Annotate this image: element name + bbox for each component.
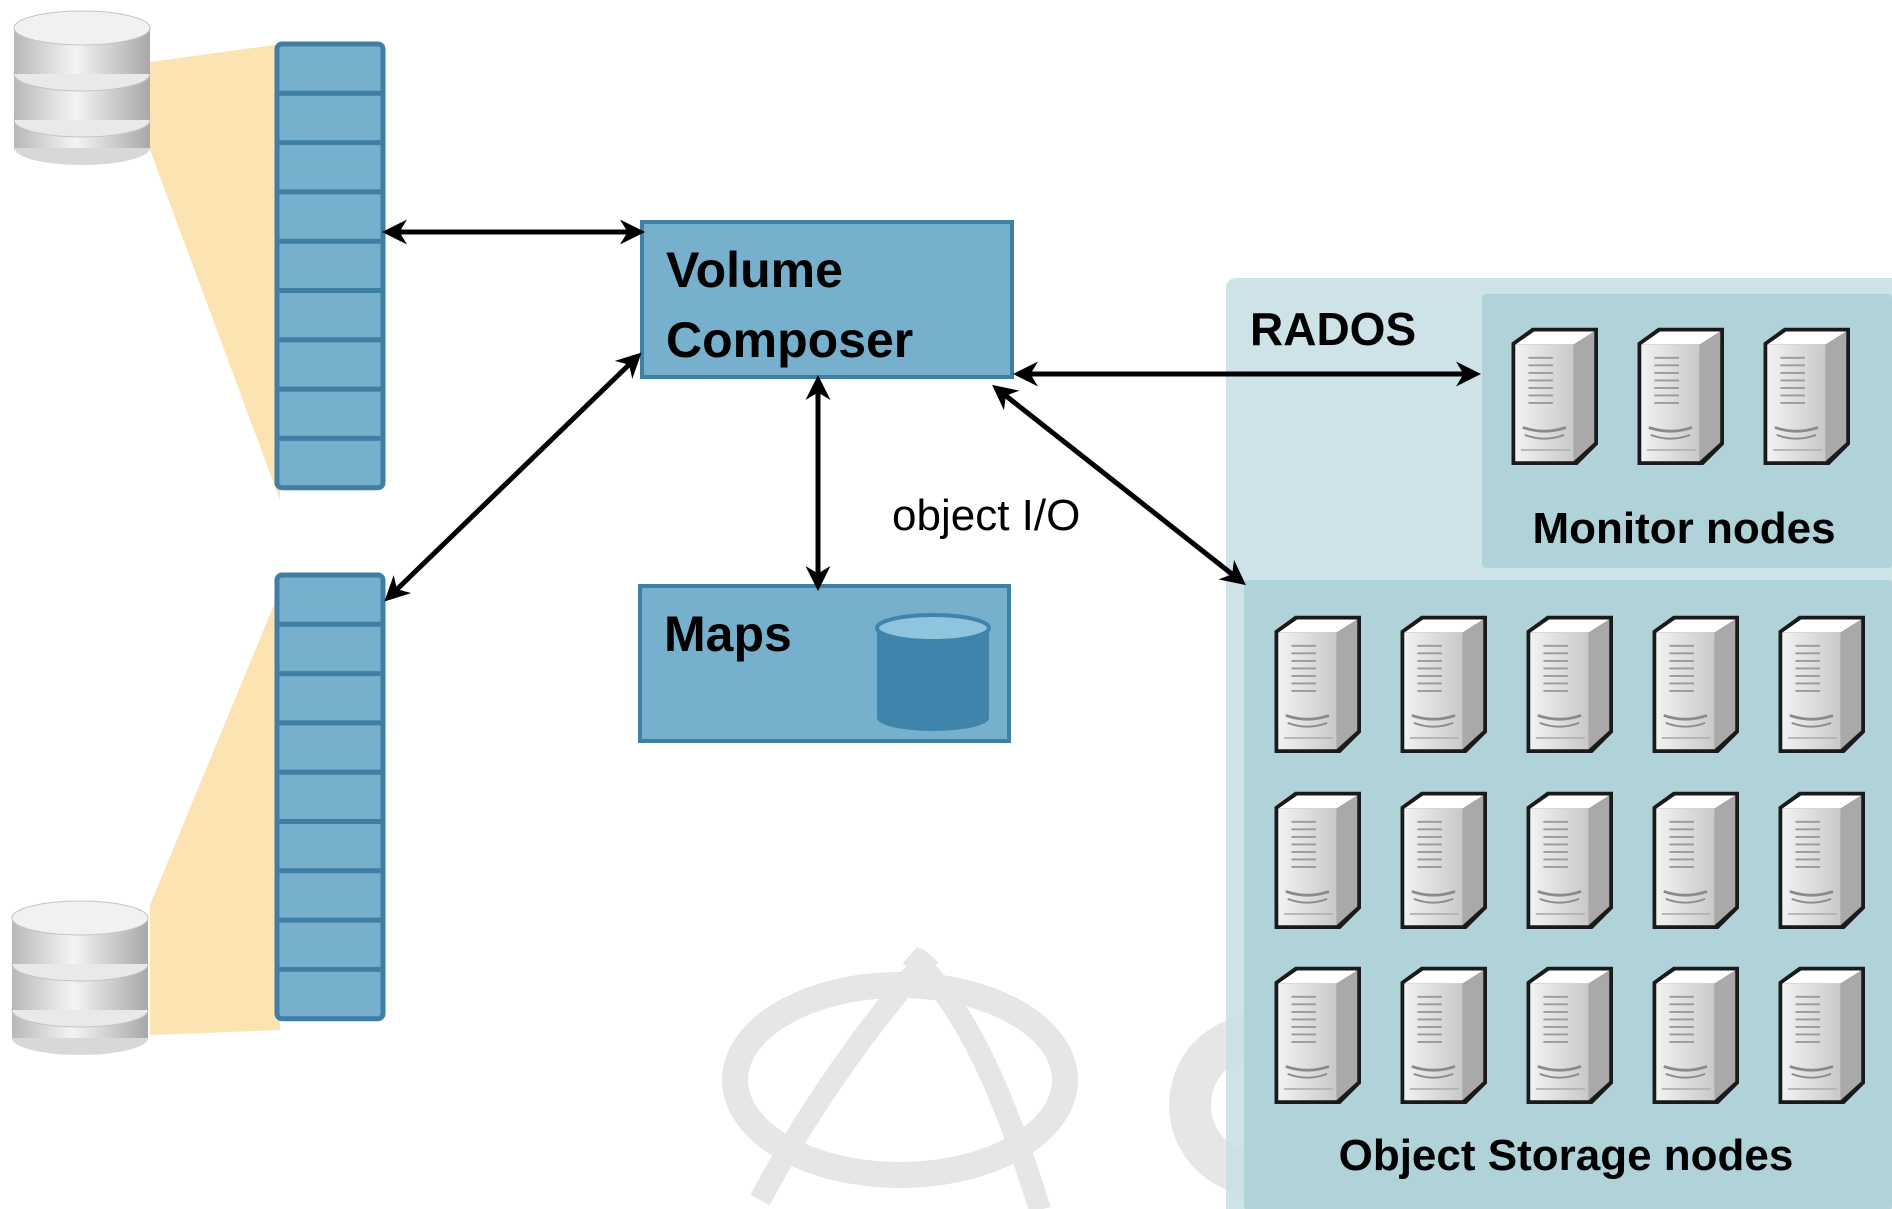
volume-1-beam <box>150 44 282 500</box>
server-icon <box>1510 326 1600 467</box>
volume-2-beam <box>150 590 280 1035</box>
server-icon <box>1651 965 1741 1106</box>
server-icon <box>1525 614 1615 755</box>
server-icon <box>1651 614 1741 755</box>
rados-label: RADOS <box>1250 303 1416 355</box>
server-icon <box>1777 965 1867 1106</box>
server-icon <box>1399 965 1489 1106</box>
server-icon <box>1777 614 1867 755</box>
server-icon <box>1525 965 1615 1106</box>
server-icon <box>1636 326 1726 467</box>
server-icon <box>1273 614 1363 755</box>
database-icon <box>875 613 991 731</box>
volume-outline <box>274 41 386 491</box>
maps-label: Maps <box>664 606 792 662</box>
disk-stack-icon <box>11 900 149 1056</box>
volume-2 <box>274 572 386 1022</box>
server-icon <box>1399 790 1489 931</box>
object-storage-nodes-label: Object Storage nodes <box>1339 1131 1794 1180</box>
object-io-label: object I/O <box>892 491 1080 540</box>
arrows <box>382 219 1481 602</box>
volume-composer-label-2: Composer <box>666 312 913 368</box>
server-icon <box>1762 326 1852 467</box>
volume-1 <box>274 41 386 491</box>
monitor-nodes <box>1510 326 1852 467</box>
server-icon <box>1651 790 1741 931</box>
volume-outline <box>274 572 386 1022</box>
server-icon <box>1273 965 1363 1106</box>
arrow-volume2-composer <box>384 352 642 602</box>
volume-composer-box <box>640 220 1014 379</box>
disk-stack-icon <box>13 10 151 166</box>
server-icon <box>1273 790 1363 931</box>
server-icon <box>1525 790 1615 931</box>
volume-composer-label-1: Volume <box>666 242 843 298</box>
monitor-nodes-label: Monitor nodes <box>1532 504 1835 553</box>
server-icon <box>1399 614 1489 755</box>
server-icon <box>1777 790 1867 931</box>
arrow-composer-osds <box>992 384 1246 586</box>
